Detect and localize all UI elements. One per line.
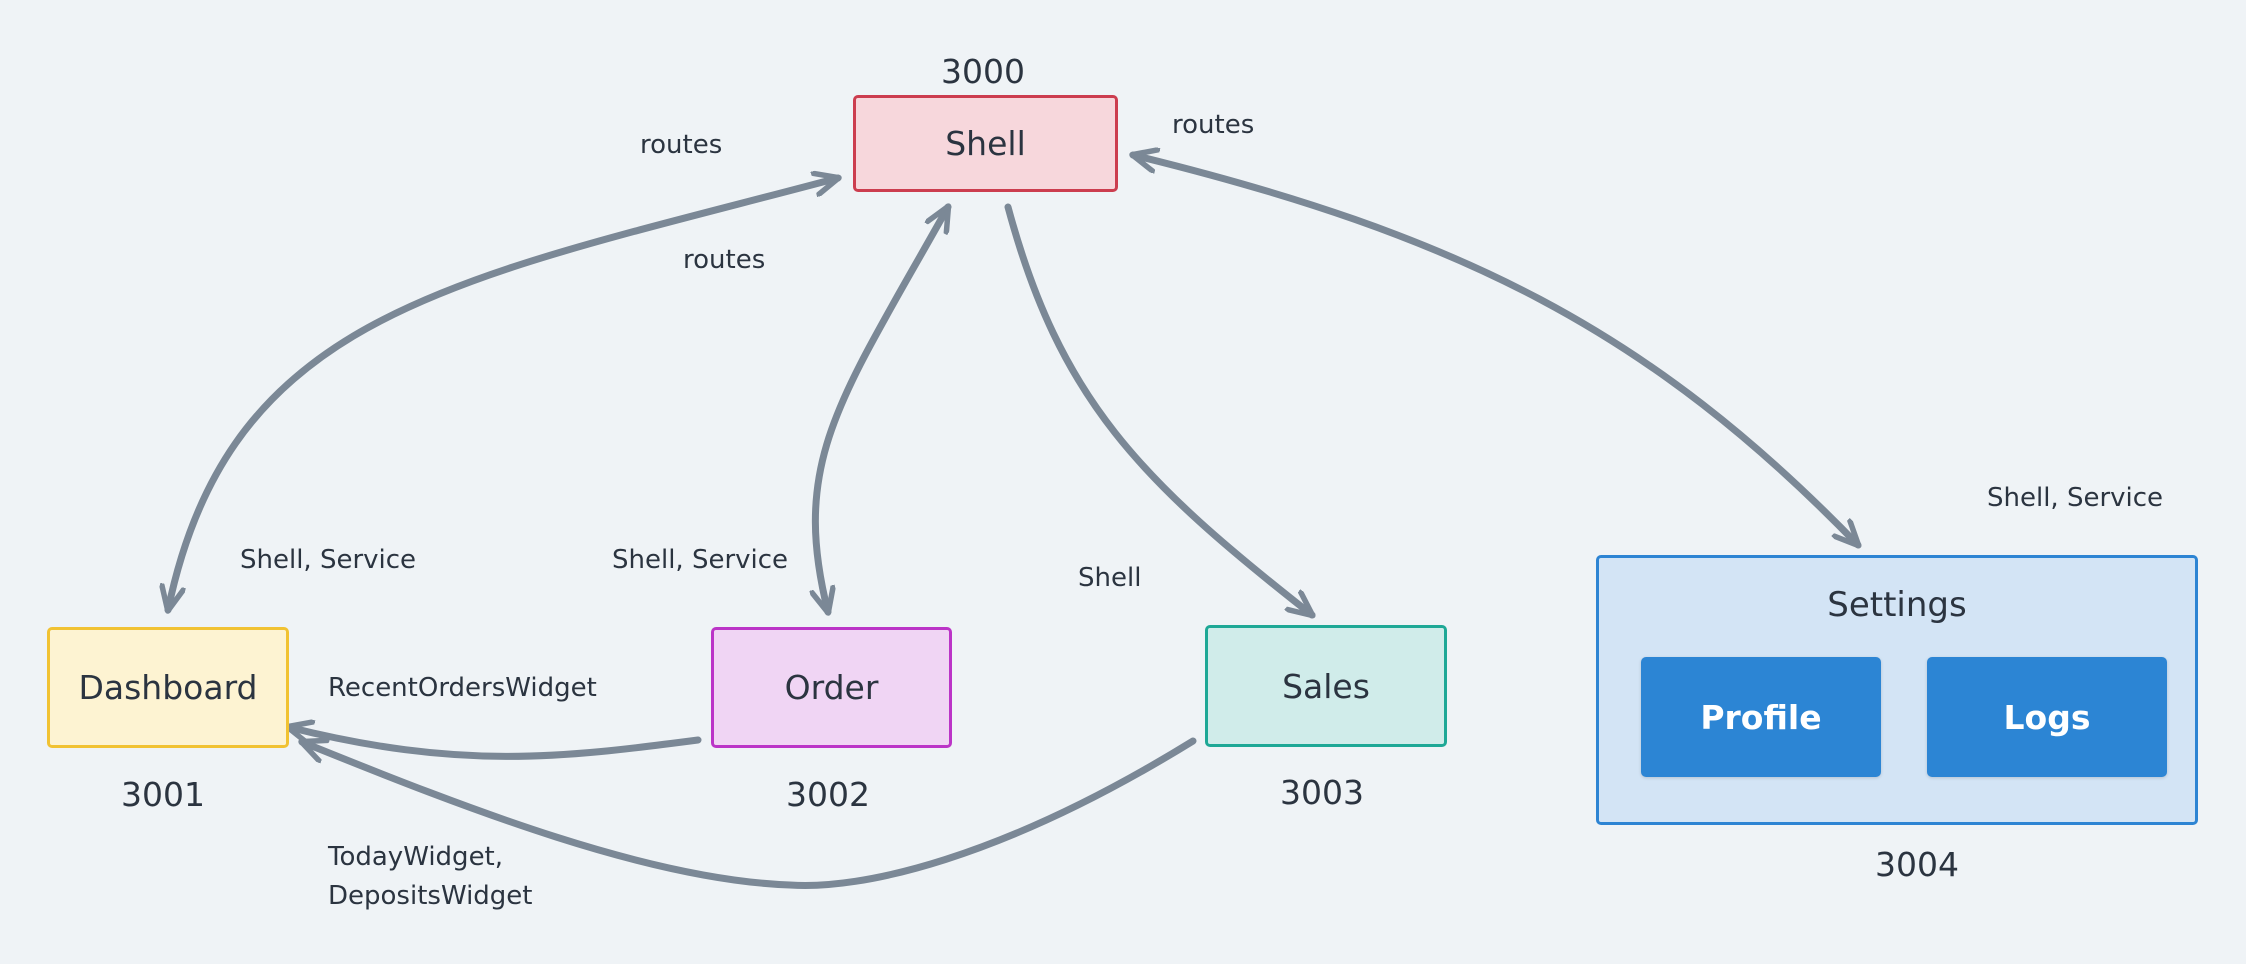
edge-shell-order [815, 207, 952, 612]
profile-module[interactable]: Profile [1641, 657, 1881, 777]
edge-label-routes-settings: routes [1172, 110, 1255, 140]
node-shell-label: Shell [945, 124, 1026, 163]
node-dashboard[interactable]: Dashboard [47, 627, 289, 748]
port-sales: 3003 [1280, 773, 1364, 812]
node-sales[interactable]: Sales [1205, 625, 1447, 747]
edge-label-shell-service-order: Shell, Service [612, 545, 789, 575]
edge-label-recent-orders-widget: RecentOrdersWidget [328, 673, 597, 703]
port-order: 3002 [786, 775, 870, 814]
edge-order-dashboard [288, 727, 702, 760]
node-settings-label: Settings [1827, 585, 1967, 625]
port-shell: 3000 [941, 52, 1025, 91]
node-shell[interactable]: Shell [853, 95, 1118, 192]
node-order[interactable]: Order [711, 627, 952, 748]
edge-sales-dashboard [302, 737, 1197, 889]
node-order-label: Order [784, 668, 879, 707]
port-dashboard: 3001 [121, 775, 205, 814]
edge-label-shell-service-dashboard: Shell, Service [240, 545, 417, 575]
edge-shell-settings [1133, 155, 1862, 549]
edge-shell-dashboard [168, 178, 838, 610]
edge-label-shell-service-settings: Shell, Service [1987, 483, 2164, 513]
edge-label-shell-sales: Shell [1078, 563, 1142, 593]
edge-shell-sales [1004, 203, 1312, 619]
node-settings[interactable]: Settings Profile Logs [1596, 555, 2198, 825]
profile-module-label: Profile [1700, 697, 1822, 737]
node-dashboard-label: Dashboard [78, 668, 258, 707]
node-sales-label: Sales [1282, 666, 1370, 706]
logs-module[interactable]: Logs [1927, 657, 2167, 777]
logs-module-label: Logs [2003, 697, 2091, 737]
edge-label-deposits-widget: DepositsWidget [328, 881, 533, 911]
edge-label-today-widget: TodayWidget, [328, 842, 504, 872]
edge-label-routes-order: routes [683, 245, 766, 275]
edge-label-routes-dashboard: routes [640, 130, 723, 160]
port-settings: 3004 [1875, 845, 1959, 884]
